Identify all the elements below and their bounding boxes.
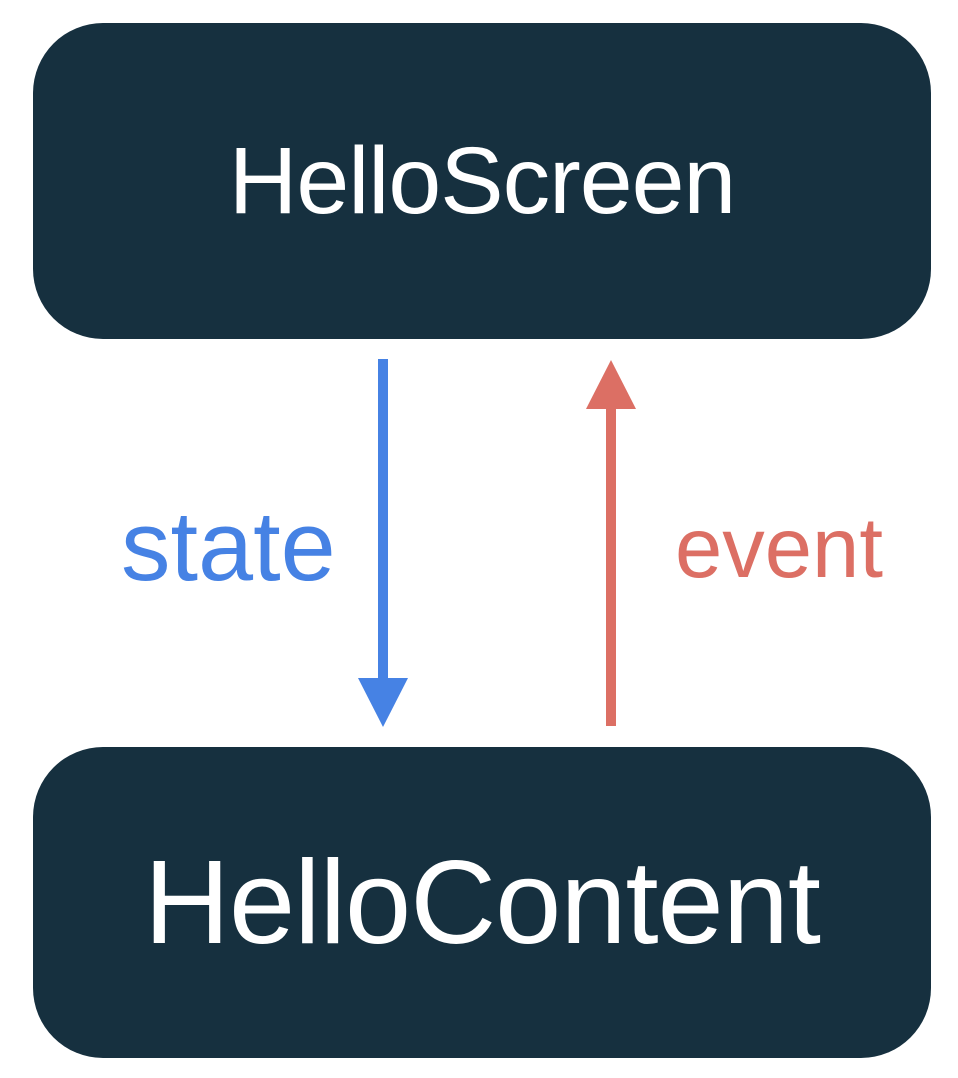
- state-arrow-label: state: [121, 490, 336, 601]
- node-hellocontent-label: HelloContent: [144, 836, 821, 969]
- event-arrowhead-icon: [586, 360, 636, 409]
- event-arrow-label: event: [675, 501, 883, 596]
- node-hellocontent: HelloContent: [33, 747, 931, 1058]
- node-helloscreen: HelloScreen: [33, 23, 931, 339]
- state-arrowhead-icon: [358, 678, 408, 727]
- node-helloscreen-label: HelloScreen: [228, 127, 736, 234]
